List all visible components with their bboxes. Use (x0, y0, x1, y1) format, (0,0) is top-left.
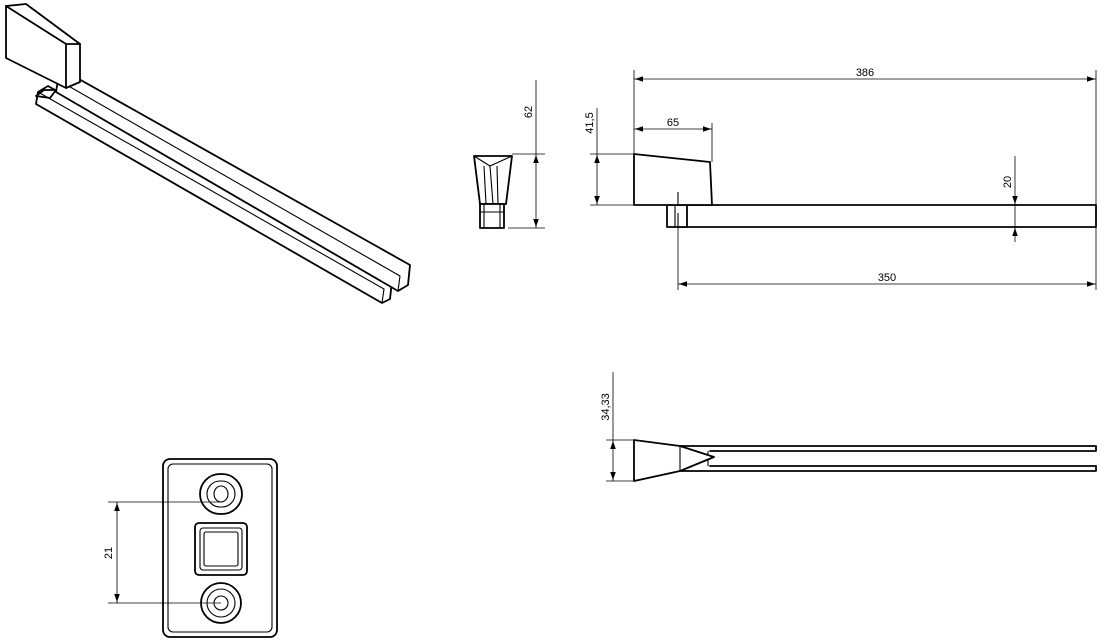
hub-pivot (35, 89, 57, 99)
dim-overall-length: 386 (633, 67, 1097, 205)
front-elevation: 386 65 41,5 20 (584, 67, 1097, 290)
dim-bar-length-label: 350 (878, 272, 896, 284)
upper-arm (55, 73, 411, 292)
dim-bar-length: 350 (677, 227, 1097, 290)
square-socket (194, 522, 248, 576)
dim-plan-width-label: 34,33 (600, 393, 612, 421)
plan-bracket (633, 439, 715, 482)
narrow-side-view: 62 (473, 80, 545, 229)
lower-arm (35, 85, 393, 304)
dim-hole-spacing-label: 21 (103, 547, 115, 559)
front-bar (677, 204, 1097, 228)
side-bracket (473, 155, 513, 205)
front-pivot (666, 204, 688, 228)
dim-height: 62 (508, 80, 545, 229)
dim-plan-width: 34,33 (600, 372, 634, 482)
dim-bracket-depth-label: 65 (667, 117, 679, 129)
dim-bracket-height: 41,5 (584, 108, 634, 206)
dim-overall-length-label: 386 (856, 67, 874, 79)
isometric-view (5, 3, 411, 304)
back-plate-view: 21 (103, 458, 278, 638)
dim-bracket-depth: 65 (634, 117, 713, 162)
dim-bracket-height-label: 41,5 (584, 112, 596, 133)
front-bracket (633, 153, 713, 206)
dim-bar-height: 20 (1002, 156, 1018, 242)
wall-bracket-iso (5, 3, 81, 89)
plan-arms (679, 445, 1097, 472)
back-plate (162, 458, 278, 638)
dim-hole-spacing: 21 (103, 501, 221, 604)
dim-bar-height-label: 20 (1002, 176, 1014, 188)
dim-height-label: 62 (523, 106, 535, 118)
plan-view: 34,33 (600, 372, 1097, 482)
